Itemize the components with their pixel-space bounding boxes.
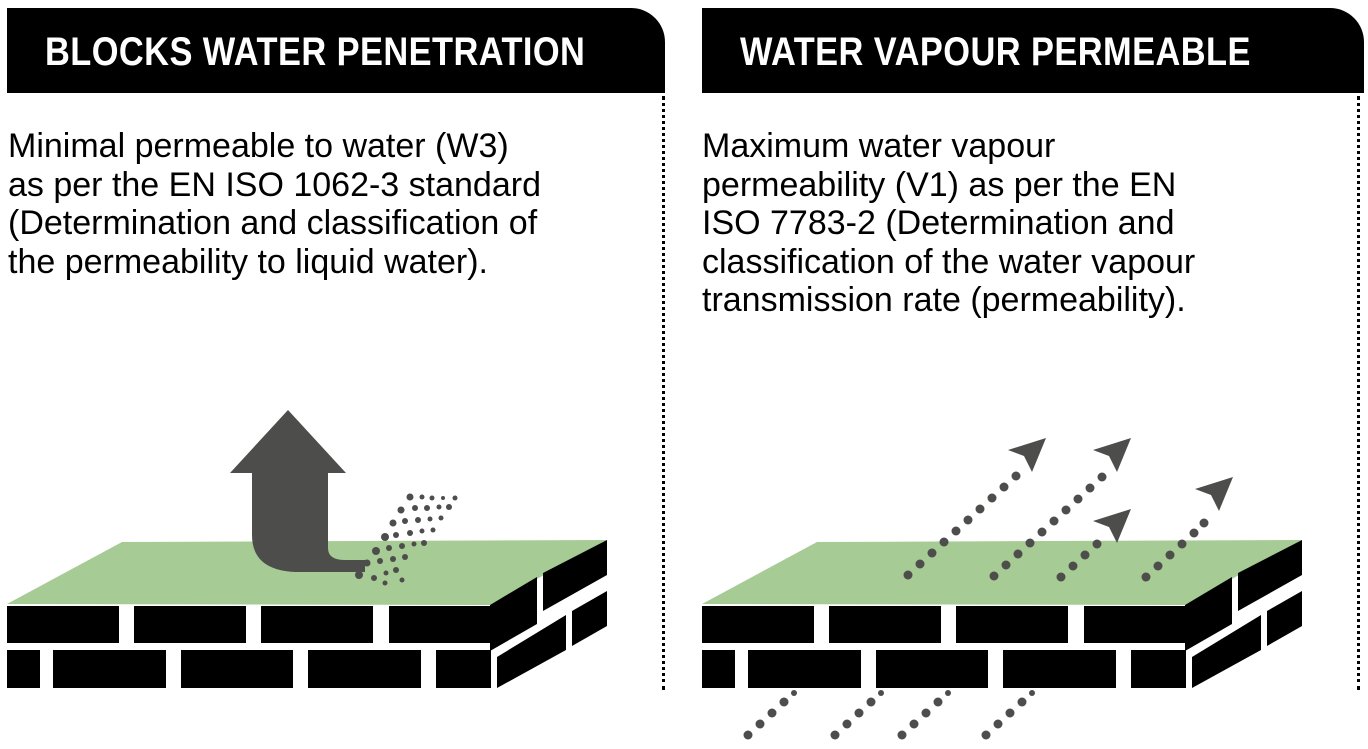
vapour-passing-arrows-icon: [702, 438, 1302, 740]
water-blocked-arrow-icon: [7, 410, 607, 688]
panel-header: WATER VAPOUR PERMEABLE: [702, 8, 1364, 93]
dotted-divider: [662, 96, 665, 690]
panel-description: Minimal permeable to water (W3) as per t…: [8, 127, 541, 281]
water-droplets: [355, 493, 458, 586]
panel-water-penetration: BLOCKS WATER PENETRATION Minimal permeab…: [0, 0, 680, 749]
deflected-arrow: [230, 410, 365, 572]
brick-wall: [702, 540, 1302, 688]
vapour-streams: [743, 438, 1233, 740]
panel-header: BLOCKS WATER PENETRATION: [7, 8, 665, 93]
dotted-divider: [1357, 96, 1360, 690]
panel-description: Maximum water vapour permeability (V1) a…: [702, 127, 1196, 319]
panel-title: WATER VAPOUR PERMEABLE: [740, 30, 1251, 74]
panel-title: BLOCKS WATER PENETRATION: [45, 30, 586, 74]
